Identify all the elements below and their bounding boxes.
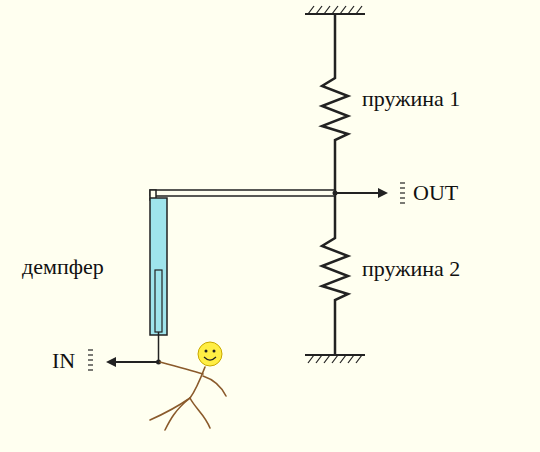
signal-label: OUT [413,182,458,204]
in-arrow [88,350,158,370]
spring-2 [322,193,348,355]
out-arrow [335,183,405,203]
piston-rod [158,332,160,362]
ground-bottom [305,355,365,363]
ground-top [305,6,365,14]
smiley-face [198,342,222,366]
spring-label: пружина 1 [362,88,460,110]
stick-figure [150,362,226,430]
rod [150,190,335,200]
damper-piston [155,270,162,332]
damper-cylinder [150,198,167,335]
spring-label: пружина 2 [362,258,460,280]
spring-1 [322,14,348,193]
signal-label: IN [52,350,75,372]
part-label: демпфер [22,256,104,278]
